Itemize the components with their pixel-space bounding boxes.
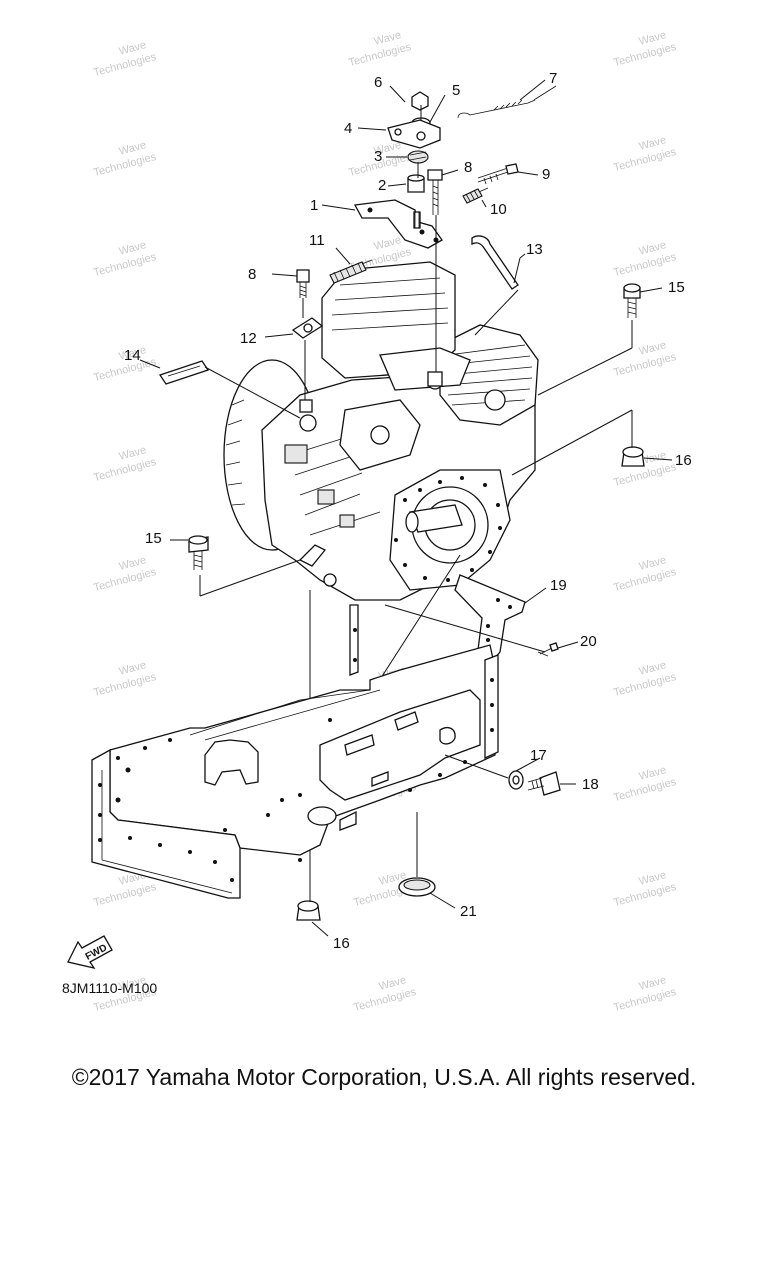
callout-15-upper: 15 — [668, 279, 685, 296]
callout-20: 20 — [580, 633, 597, 650]
copyright-notice: ©2017 Yamaha Motor Corporation, U.S.A. A… — [71, 1064, 697, 1090]
callout-10: 10 — [490, 201, 507, 218]
diagram-code: 8JM1110-M100 — [62, 980, 157, 996]
engine-assembly — [223, 261, 539, 601]
part-16-damper-upper — [511, 409, 673, 476]
callout-19: 19 — [550, 577, 567, 594]
part-16-damper-lower — [296, 590, 329, 937]
callout-12: 12 — [240, 330, 257, 347]
callout-11: 11 — [309, 232, 325, 249]
callout-labels: 1 2 3 4 5 6 7 8 9 10 11 8 13 15 12 14 16… — [124, 70, 692, 952]
part-13-hose — [471, 235, 526, 336]
callout-6: 6 — [374, 74, 382, 91]
fwd-arrow-icon: FWD — [67, 935, 113, 970]
callout-9: 9 — [542, 166, 550, 183]
callout-16-lower: 16 — [333, 935, 350, 952]
part-21-grommet — [398, 812, 456, 909]
callout-21: 21 — [460, 903, 477, 920]
part-14-gasket — [139, 359, 301, 419]
part-11-spring — [329, 247, 373, 284]
callout-7: 7 — [549, 70, 557, 87]
callout-4: 4 — [344, 120, 352, 137]
callout-8-upper: 8 — [464, 159, 472, 176]
throttle-linkage — [321, 79, 557, 372]
part-15-bolt-lower — [170, 535, 301, 597]
part-17-18-washer-bolt — [444, 754, 576, 796]
frame-plates — [91, 554, 579, 899]
callout-14: 14 — [124, 347, 141, 364]
part-15-bolt-upper — [537, 283, 663, 396]
callout-5: 5 — [452, 82, 460, 99]
callout-13: 13 — [526, 241, 543, 258]
part-8-12-bolt-washer — [264, 269, 324, 400]
callout-16-upper: 16 — [675, 452, 692, 469]
callout-18: 18 — [582, 776, 599, 793]
callout-15-lower: 15 — [145, 530, 162, 547]
callout-8-left: 8 — [248, 266, 256, 283]
callout-2: 2 — [378, 177, 386, 194]
callout-1: 1 — [310, 197, 318, 214]
callout-3: 3 — [374, 148, 382, 165]
callout-17: 17 — [530, 747, 547, 764]
